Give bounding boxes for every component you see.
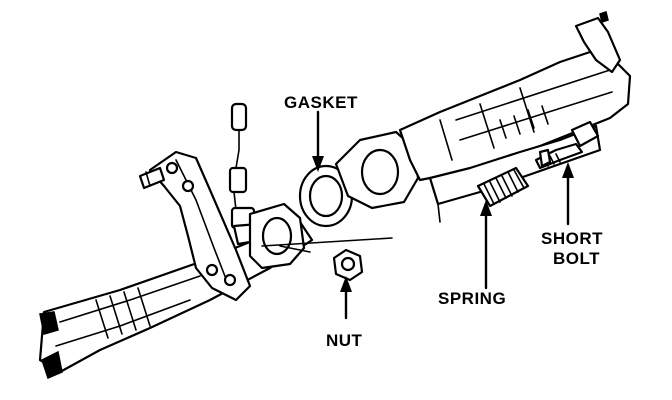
- leader-lines: [312, 110, 574, 320]
- mounting-bracket: [138, 150, 252, 302]
- label-short-bolt-line2: BOLT: [553, 249, 600, 268]
- spring-part: [476, 166, 530, 208]
- label-nut: NUT: [326, 331, 363, 350]
- nut-part: [332, 248, 364, 282]
- catalytic-converter: [334, 11, 632, 223]
- label-short-bolt-line1: SHORT: [541, 229, 603, 248]
- label-gasket: GASKET: [284, 93, 358, 112]
- short-bolt-part: [534, 120, 600, 170]
- label-spring: SPRING: [438, 289, 506, 308]
- gasket-part: [298, 164, 354, 228]
- pipe-flange: [248, 202, 393, 270]
- oxygen-sensor: [228, 102, 264, 246]
